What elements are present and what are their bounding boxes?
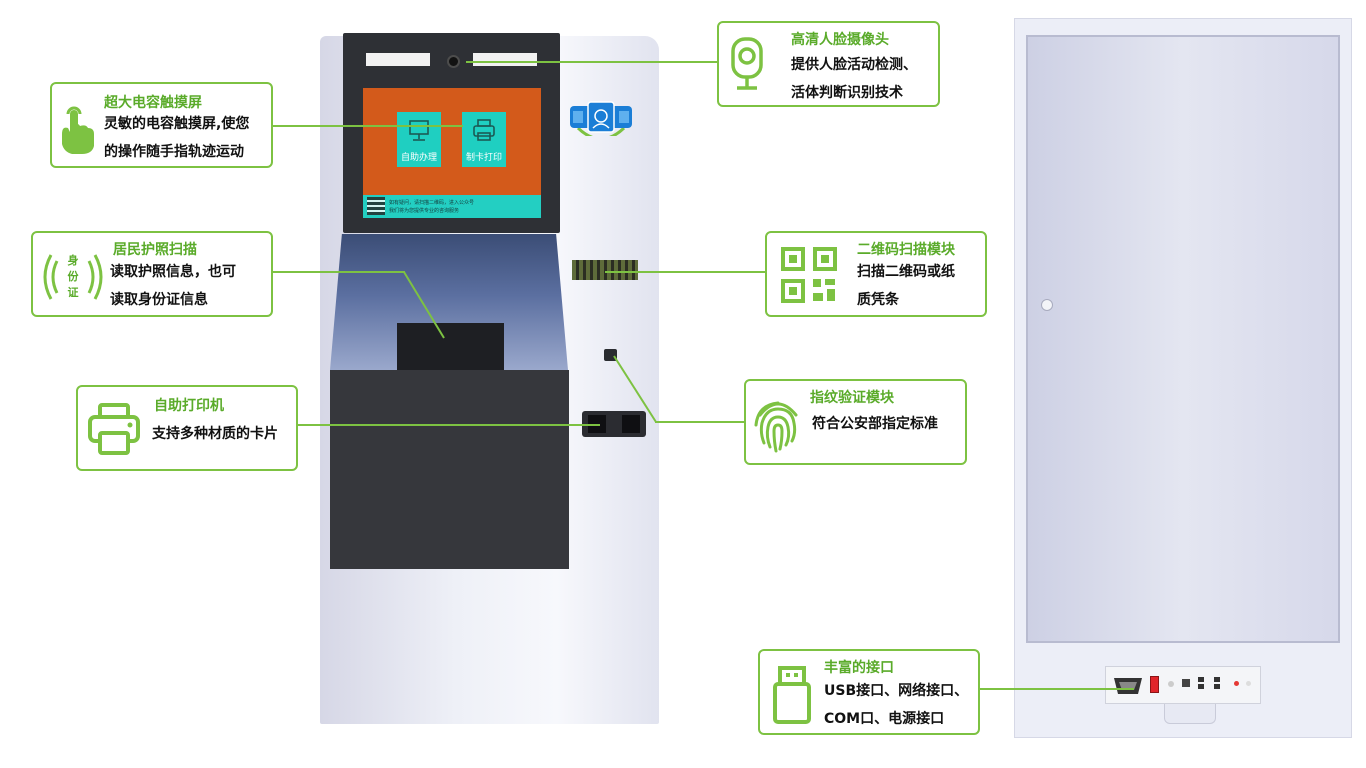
info-bar-line-1: 如有疑问，请扫描二维码，进入公众号 xyxy=(389,200,475,206)
callout-camera-line1: 提供人脸活动检测、 xyxy=(791,57,917,73)
callout-printer-title: 自助打印机 xyxy=(154,398,224,414)
qr-scanner-module xyxy=(572,260,638,280)
printer-icon xyxy=(473,119,495,141)
callout-qrcode: 二维码扫描模块 扫描二维码或纸 质凭条 xyxy=(765,231,987,317)
webcam-icon xyxy=(731,37,763,90)
touch-hand-icon xyxy=(62,106,94,154)
usb-port-icon xyxy=(1198,677,1204,682)
id-card-icon-text: 身 份 证 xyxy=(67,254,79,299)
connector-camera xyxy=(466,61,718,63)
power-led-icon xyxy=(1234,681,1239,686)
callout-camera-line2: 活体判断识别技术 xyxy=(791,85,903,101)
kiosk-head-slot-left xyxy=(366,53,430,66)
callout-qrcode-line1: 扫描二维码或纸 xyxy=(857,264,955,280)
connector-qrcode xyxy=(605,271,766,273)
screen-info-bar: 如有疑问，请扫描二维码，进入公众号 我们将为您提供专业的咨询服务 xyxy=(363,195,541,218)
callout-ports-line1: USB接口、网络接口、 xyxy=(824,683,969,699)
callout-passport: 身 份 证 居民护照扫描 读取护照信息，也可 读取身份证信息 xyxy=(31,231,273,317)
led-indicator xyxy=(1168,681,1174,687)
callout-fingerprint-line1: 符合公安部指定标准 xyxy=(812,416,938,432)
screen-tile-card-print[interactable]: 制卡打印 xyxy=(462,112,506,167)
usb-port-icon xyxy=(1214,677,1220,682)
fingerprint-icon xyxy=(754,401,798,453)
usb-plug-icon xyxy=(773,666,811,724)
callout-fingerprint-title: 指纹验证模块 xyxy=(810,390,894,406)
callout-touchscreen-line1: 灵敏的电容触摸屏,使您 xyxy=(104,116,250,132)
kiosk-head-slot-right xyxy=(473,53,537,66)
callout-camera-title: 高清人脸摄像头 xyxy=(791,32,889,48)
info-bar-line-2: 我们将为您提供专业的咨询服务 xyxy=(389,208,460,214)
monitor-icon xyxy=(409,120,429,141)
com-port-icon xyxy=(1114,678,1142,694)
callout-printer: 自助打印机 支持多种材质的卡片 xyxy=(76,385,298,471)
network-port-icon xyxy=(1182,679,1190,687)
callout-touchscreen: 超大电容触摸屏 灵敏的电容触摸屏,使您 的操作随手指轨迹运动 xyxy=(50,82,273,168)
printer-icon xyxy=(88,403,140,455)
callout-ports-title: 丰富的接口 xyxy=(824,660,894,676)
tile-self-service-label: 自助办理 xyxy=(400,153,437,163)
callout-qrcode-title: 二维码扫描模块 xyxy=(857,242,955,258)
connector-passport-diagonal xyxy=(403,271,445,339)
connector-fingerprint-diagonal xyxy=(613,355,657,423)
callout-passport-line2: 读取身份证信息 xyxy=(110,292,208,308)
callout-qrcode-line2: 质凭条 xyxy=(857,292,899,308)
callout-passport-line1: 读取护照信息，也可 xyxy=(110,264,236,280)
face-camera xyxy=(447,55,460,68)
door-knob xyxy=(1041,299,1053,311)
kiosk-back-stand xyxy=(1164,704,1216,724)
qr-code-icon xyxy=(367,197,385,215)
interface-panel xyxy=(1105,666,1261,704)
callout-ports-line2: COM口、电源接口 xyxy=(824,711,945,727)
connector-printer xyxy=(298,424,600,426)
connector-fingerprint xyxy=(655,421,746,423)
connector-ports xyxy=(979,688,1134,690)
callout-printer-line1: 支持多种材质的卡片 xyxy=(152,426,278,442)
callout-ports: 丰富的接口 USB接口、网络接口、 COM口、电源接口 xyxy=(758,649,980,735)
callout-passport-title: 居民护照扫描 xyxy=(113,242,197,258)
callout-touchscreen-title: 超大电容触摸屏 xyxy=(104,95,202,111)
passport-scanner-well xyxy=(397,323,504,373)
kiosk-back-door xyxy=(1026,35,1340,643)
led-indicator xyxy=(1246,681,1251,686)
id-card-nfc-icon xyxy=(43,254,103,300)
power-switch xyxy=(1150,676,1159,693)
callout-fingerprint: 指纹验证模块 符合公安部指定标准 xyxy=(744,379,967,465)
connector-touchscreen xyxy=(271,125,463,127)
fingerprint-sensor xyxy=(604,349,617,361)
kiosk-lower-cabinet xyxy=(330,370,569,569)
face-recognition-badge-icon xyxy=(570,101,632,136)
connector-passport xyxy=(271,271,405,273)
callout-touchscreen-line2: 的操作随手指轨迹运动 xyxy=(104,144,244,160)
screen-tile-self-service[interactable]: 自助办理 xyxy=(397,112,441,167)
callout-camera: 高清人脸摄像头 提供人脸活动检测、 活体判断识别技术 xyxy=(717,21,940,107)
qr-code-icon xyxy=(781,247,837,303)
tile-card-print-label: 制卡打印 xyxy=(465,153,502,163)
